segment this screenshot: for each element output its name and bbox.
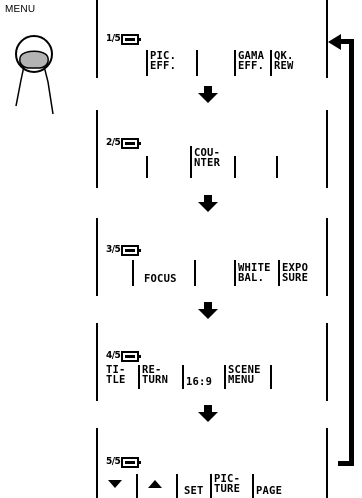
option-exposure: EXPO SURE bbox=[282, 263, 308, 283]
option-scene-menu: SCENE MENU bbox=[228, 365, 261, 385]
option-page: PAGE bbox=[256, 486, 282, 496]
battery-icon bbox=[121, 457, 139, 468]
option-gama-eff: GAMA EFF. bbox=[238, 51, 264, 71]
option-return: RE- TURN bbox=[142, 365, 168, 385]
down-arrow-icon bbox=[198, 86, 218, 103]
battery-icon bbox=[121, 34, 139, 45]
page-indicator: 3/5 bbox=[106, 244, 120, 255]
page-indicator: 4/5 bbox=[106, 350, 120, 361]
triangle-up-icon bbox=[148, 480, 162, 488]
option-title: TI- TLE bbox=[106, 365, 126, 385]
option-white-bal: WHITE BAL. bbox=[238, 263, 271, 283]
option-set: SET bbox=[184, 486, 204, 496]
page-indicator: 1/5 bbox=[106, 33, 120, 44]
down-arrow-icon bbox=[198, 195, 218, 212]
option-focus: FOCUS bbox=[144, 274, 177, 284]
menu-button-label: MENU bbox=[5, 4, 35, 15]
down-arrow-icon bbox=[198, 405, 218, 422]
battery-icon bbox=[121, 138, 139, 149]
option-16-9: 16:9 bbox=[186, 377, 212, 387]
finger-press-icon bbox=[0, 18, 80, 118]
page-indicator: 2/5 bbox=[106, 137, 120, 148]
battery-icon bbox=[121, 245, 139, 256]
triangle-down-icon bbox=[108, 480, 122, 488]
option-pic-eff: PIC. EFF. bbox=[150, 51, 176, 71]
page-indicator: 5/5 bbox=[106, 456, 120, 467]
option-picture: PIC- TURE bbox=[214, 474, 240, 494]
screen-3: 3/5 FOCUS WHITE BAL. EXPO SURE bbox=[96, 218, 328, 296]
screen-5: 5/5 SET PIC- TURE PAGE bbox=[96, 428, 328, 498]
screen-2: 2/5 COU- NTER bbox=[96, 110, 328, 188]
down-arrow-icon bbox=[198, 302, 218, 319]
option-counter: COU- NTER bbox=[194, 148, 220, 168]
screen-1: 1/5 PIC. EFF. GAMA EFF. QK. REW bbox=[96, 0, 328, 78]
option-qk-rew: QK. REW bbox=[274, 51, 294, 71]
battery-icon bbox=[121, 351, 139, 362]
screen-4: 4/5 TI- TLE RE- TURN 16:9 SCENE MENU bbox=[96, 323, 328, 401]
